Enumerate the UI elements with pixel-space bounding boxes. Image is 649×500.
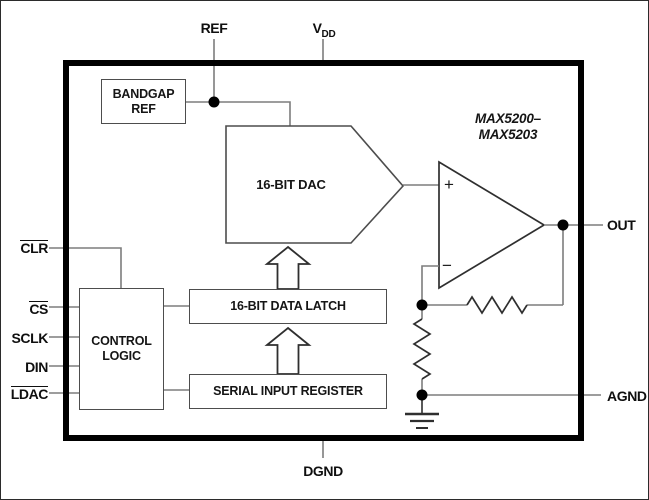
junction-dots bbox=[208, 96, 569, 401]
part-number-line1: MAX5200– bbox=[475, 111, 541, 126]
data-latch-label: 16-BIT DATA LATCH bbox=[230, 299, 346, 313]
serial-input-register-block: SERIAL INPUT REGISTER bbox=[189, 374, 387, 409]
serial-input-register-label: SERIAL INPUT REGISTER bbox=[213, 384, 363, 398]
clr-text: CLR bbox=[20, 240, 48, 256]
feedback-resistor bbox=[466, 295, 528, 315]
pin-label-din: DIN bbox=[1, 359, 48, 375]
bandgap-ref-label: BANDGAP REF bbox=[112, 86, 175, 116]
ref-text: REF bbox=[200, 20, 228, 36]
pin-label-agnd: AGND bbox=[607, 388, 647, 404]
pin-label-clr: CLR bbox=[1, 240, 48, 256]
pin-label-vdd: VDD bbox=[299, 20, 349, 43]
control-logic-block: CONTROL LOGIC bbox=[79, 288, 164, 410]
part-number-line2: MAX5203 bbox=[478, 127, 538, 142]
dac-label: 16-BIT DAC bbox=[256, 177, 326, 192]
data-latch-block: 16-BIT DATA LATCH bbox=[189, 289, 387, 324]
cs-text: CS bbox=[29, 301, 48, 317]
dac-shape bbox=[225, 125, 405, 244]
ref-wire bbox=[186, 39, 291, 126]
feedback-wires bbox=[421, 265, 563, 306]
vdd-subscript: DD bbox=[321, 28, 336, 40]
opamp-shape bbox=[438, 160, 546, 290]
latch-to-dac-arrow bbox=[264, 245, 312, 290]
ldac-text: LDAC bbox=[10, 386, 48, 402]
din-text: DIN bbox=[25, 359, 48, 375]
vdd-text: V bbox=[312, 20, 322, 36]
bandgap-ref-block: BANDGAP REF bbox=[101, 79, 186, 124]
ground-symbol bbox=[405, 395, 439, 429]
pin-label-dgnd: DGND bbox=[293, 463, 353, 479]
register-to-latch-arrow bbox=[264, 326, 312, 375]
sclk-text: SCLK bbox=[11, 330, 48, 346]
divider-resistor bbox=[412, 318, 432, 380]
dgnd-text: DGND bbox=[303, 463, 343, 479]
pin-label-out: OUT bbox=[607, 217, 636, 233]
pin-label-ldac: LDAC bbox=[1, 386, 48, 402]
part-number: MAX5200– MAX5203 bbox=[456, 111, 560, 143]
opamp-plus-sign: + bbox=[444, 175, 454, 194]
out-text: OUT bbox=[607, 217, 636, 233]
control-logic-label: CONTROL LOGIC bbox=[91, 334, 152, 363]
agnd-text: AGND bbox=[607, 388, 647, 404]
pin-label-cs: CS bbox=[1, 301, 48, 317]
opamp-minus-sign: − bbox=[442, 256, 452, 275]
control-to-register-wires bbox=[163, 305, 189, 391]
pin-label-ref: REF bbox=[189, 20, 239, 36]
pin-label-sclk: SCLK bbox=[1, 330, 48, 346]
